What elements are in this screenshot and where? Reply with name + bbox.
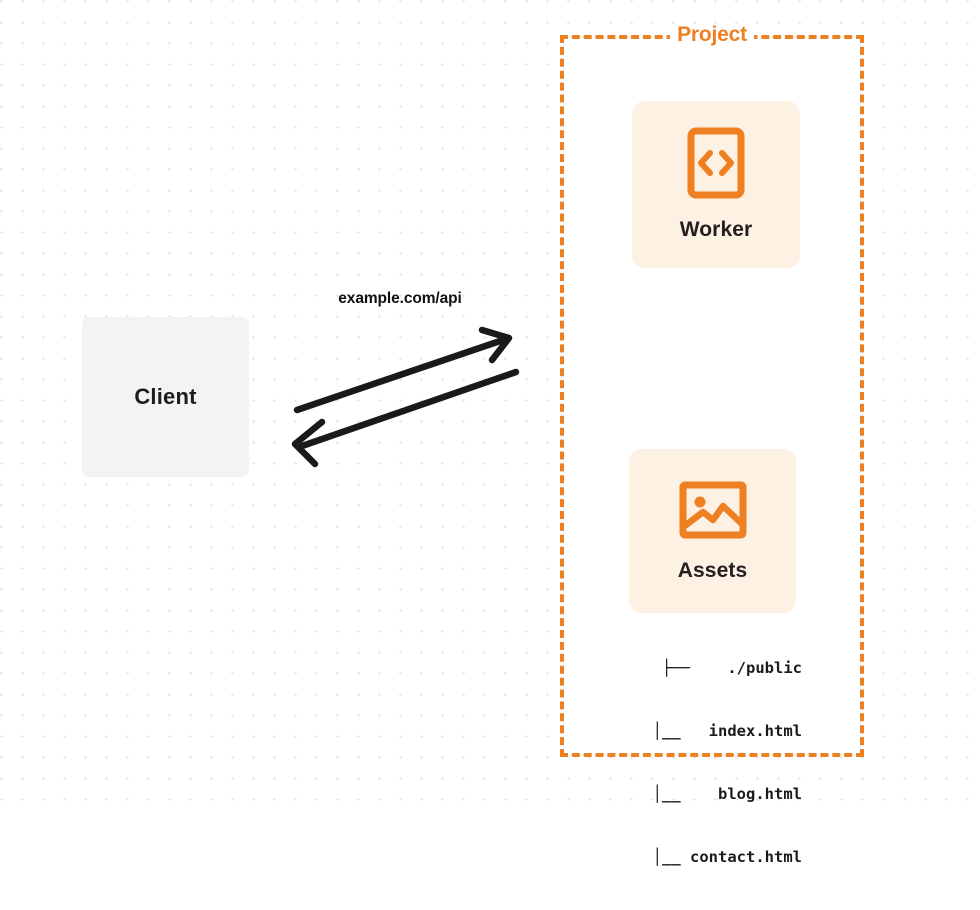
file-tree-row: │__ blog.html [624, 785, 802, 803]
assets-file-tree: ├── ./public │__ index.html │__ blog.htm… [606, 616, 802, 910]
worker-card-label: Worker [679, 218, 753, 241]
connector-arrows [291, 326, 520, 468]
worker-card[interactable]: Worker [632, 101, 800, 268]
diagram-canvas: Client example.com/api Project [0, 0, 980, 866]
project-container [560, 35, 864, 757]
inbound-arrow-icon [291, 368, 520, 468]
outbound-arrow-icon [293, 326, 513, 414]
code-brackets-icon [687, 127, 745, 204]
client-node[interactable]: Client [82, 317, 249, 477]
connector-label: example.com/api [338, 290, 462, 307]
assets-card-label: Assets [677, 558, 748, 582]
file-tree-row: │__ contact.html [624, 848, 802, 866]
image-icon [679, 480, 747, 545]
assets-card[interactable]: Assets [629, 449, 796, 613]
file-tree-row: │__ index.html [624, 722, 802, 740]
file-tree-row: ├── ./public [662, 659, 802, 677]
client-worker-connector: example.com/api [270, 280, 530, 470]
client-node-label: Client [134, 384, 197, 409]
